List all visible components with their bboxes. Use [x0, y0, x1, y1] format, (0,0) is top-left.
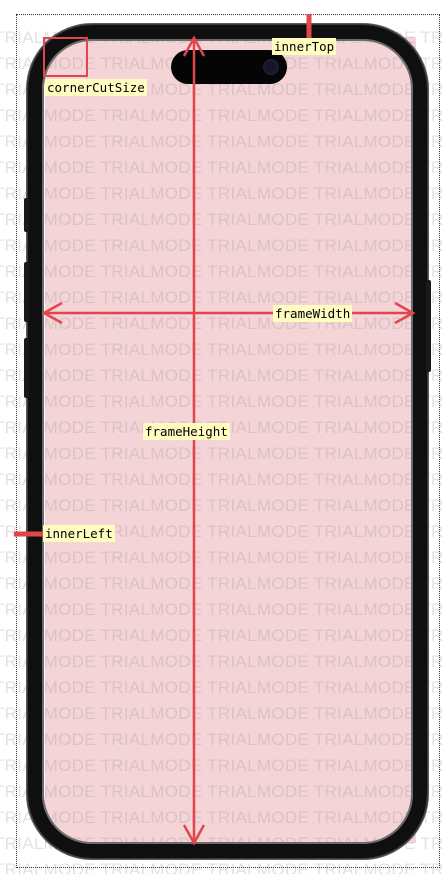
- inner-top-label: innerTop: [272, 38, 337, 55]
- frame-width-label: frameWidth: [273, 305, 353, 322]
- frame-height-arrowhead-bottom: [182, 824, 206, 846]
- bounding-frame: [16, 14, 440, 868]
- action-button: [24, 198, 29, 232]
- frame-height-label: frameHeight: [143, 423, 230, 440]
- corner-cut-size-label: cornerCutSize: [45, 79, 147, 96]
- frame-height-arrowhead-top: [182, 35, 206, 57]
- dynamic-island: [171, 50, 287, 84]
- camera-lens-icon: [263, 59, 279, 75]
- volume-down-button: [24, 338, 29, 398]
- inner-left-label: innerLeft: [43, 525, 115, 542]
- screen-area: [45, 37, 416, 843]
- power-button: [426, 280, 431, 372]
- phone-rim: [26, 23, 429, 860]
- frame-width-arrowhead-right: [394, 301, 416, 325]
- frame-width-arrowhead-left: [41, 301, 63, 325]
- corner-cut-box: [43, 37, 88, 77]
- volume-up-button: [24, 262, 29, 322]
- phone-body: [28, 25, 427, 858]
